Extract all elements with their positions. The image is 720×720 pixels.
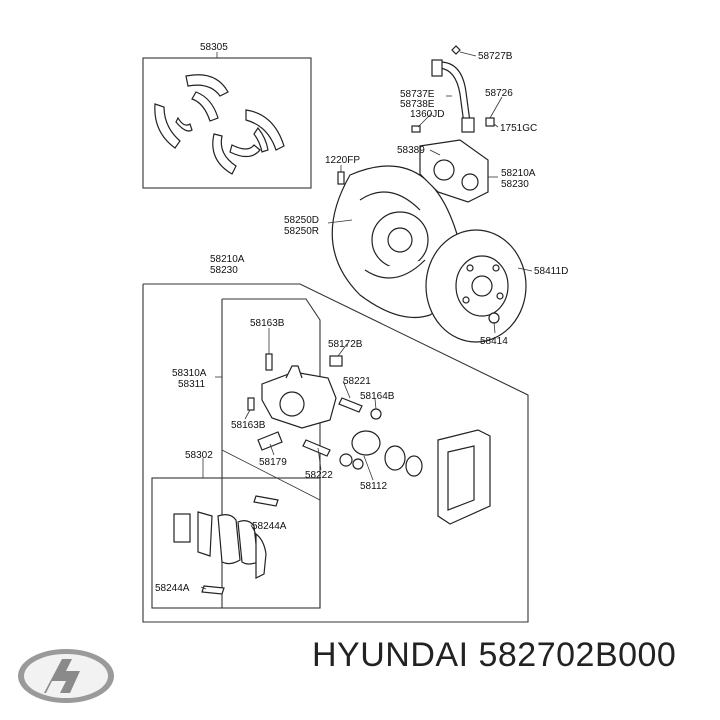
- label-58210A-top: 58210A: [501, 168, 536, 179]
- label-58244A-a: 58244A: [252, 521, 287, 532]
- label-1360JD: 1360JD: [410, 109, 444, 120]
- brand-name: HYUNDAI: [312, 636, 469, 674]
- label-58222: 58222: [305, 470, 333, 481]
- caliper-body: [261, 365, 337, 429]
- label-58230-top: 58230: [501, 179, 529, 190]
- hyundai-logo: [18, 649, 114, 703]
- brake-shoe-frame: [142, 57, 312, 189]
- label-58411D: 58411D: [534, 266, 568, 277]
- product-caption: HYUNDAI 582702B000: [312, 636, 676, 675]
- brake-pad-frame: [151, 477, 321, 609]
- label-58250R: 58250R: [284, 226, 319, 237]
- label-58737E: 58737E: [400, 89, 435, 100]
- label-58302: 58302: [185, 450, 213, 461]
- label-58210A-mid: 58210A: [210, 254, 245, 265]
- label-1220FP: 1220FP: [325, 155, 360, 166]
- label-58305: 58305: [200, 42, 228, 53]
- label-1751GC: 1751GC: [500, 123, 537, 134]
- label-58230-mid: 58230: [210, 265, 238, 276]
- label-58727B: 58727B: [478, 51, 513, 62]
- brake-shoe-set: [154, 74, 285, 175]
- label-58244A-b: 58244A: [155, 583, 190, 594]
- brake-pad-set: [173, 495, 279, 595]
- label-58179: 58179: [259, 457, 287, 468]
- label-58389: 58389: [397, 145, 425, 156]
- caliper-carrier-bracket: [437, 429, 491, 525]
- label-58414: 58414: [480, 336, 508, 347]
- label-58738E: 58738E: [400, 99, 435, 110]
- label-58164B: 58164B: [360, 391, 395, 402]
- part-number: 582702B000: [478, 636, 677, 674]
- label-58221: 58221: [343, 376, 371, 387]
- label-58726: 58726: [485, 88, 513, 99]
- label-58311: 58311: [178, 379, 206, 390]
- label-58310A: 58310A: [172, 368, 207, 379]
- upper-caliper: [419, 139, 489, 203]
- caliper-kit-frame: [142, 283, 529, 623]
- label-58112: 58112: [360, 481, 388, 492]
- label-58163B-b: 58163B: [231, 420, 266, 431]
- caliper-small-parts: [247, 353, 423, 477]
- leader-lines: [200, 51, 533, 590]
- frame-edge-line: [221, 449, 321, 501]
- brake-rotor: [425, 229, 527, 343]
- label-58250D: 58250D: [284, 215, 319, 226]
- brake-hose-assembly: [337, 45, 495, 185]
- label-58172B: 58172B: [328, 339, 363, 350]
- label-58163B-a: 58163B: [250, 318, 285, 329]
